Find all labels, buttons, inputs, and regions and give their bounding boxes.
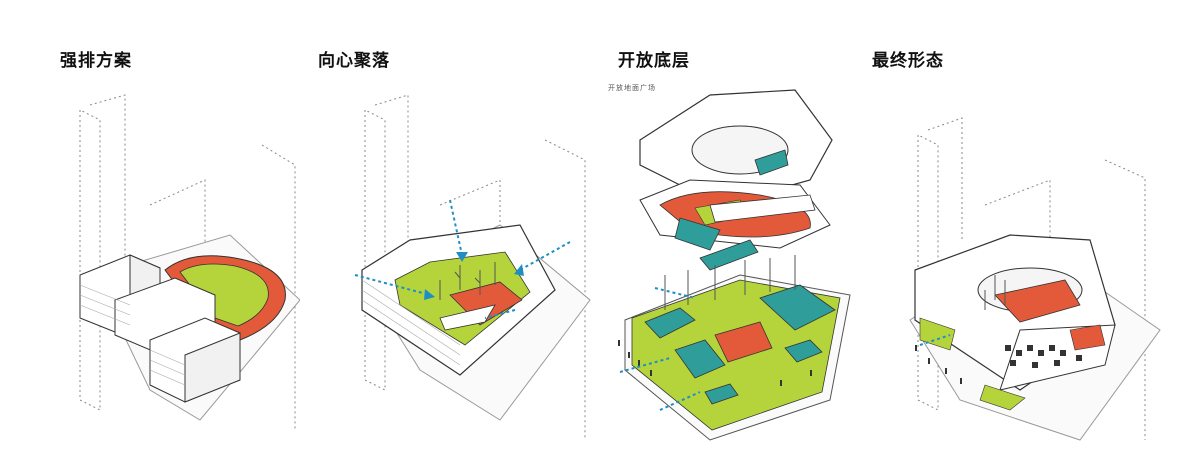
tree-icon — [984, 275, 1006, 310]
lawn — [179, 263, 269, 327]
dotted-arrow-icon — [354, 199, 571, 319]
lawn — [919, 317, 956, 351]
open-plaza-caption: 开放地面广场 — [608, 84, 656, 92]
diagram-final-form — [909, 117, 1161, 441]
panel-final-form: 最终形态 — [872, 0, 1200, 465]
panel-title: 最终形态 — [872, 51, 944, 71]
diagram-centripetal-settlement — [354, 94, 591, 440]
panel-title: 开放底层 — [618, 51, 690, 71]
tree-icon — [664, 255, 796, 310]
panel-title: 强排方案 — [60, 51, 132, 71]
diagram-open-ground-floor — [618, 89, 851, 441]
dotted-arrow-icon — [619, 287, 701, 411]
panel-title: 向心聚落 — [318, 51, 390, 71]
panel-centripetal-settlement: 向心聚落 — [300, 0, 600, 465]
dotted-arrow-icon — [919, 334, 951, 346]
diagram-strong-arrangement — [79, 94, 300, 430]
panel-strong-arrangement: 强排方案 — [0, 0, 300, 465]
tree-icon — [439, 262, 496, 300]
person-icon — [915, 345, 962, 384]
court — [994, 279, 1081, 323]
ground-court — [714, 321, 773, 363]
person-icon — [618, 340, 812, 386]
panel-open-ground-floor: 开放底层 — [600, 0, 900, 465]
